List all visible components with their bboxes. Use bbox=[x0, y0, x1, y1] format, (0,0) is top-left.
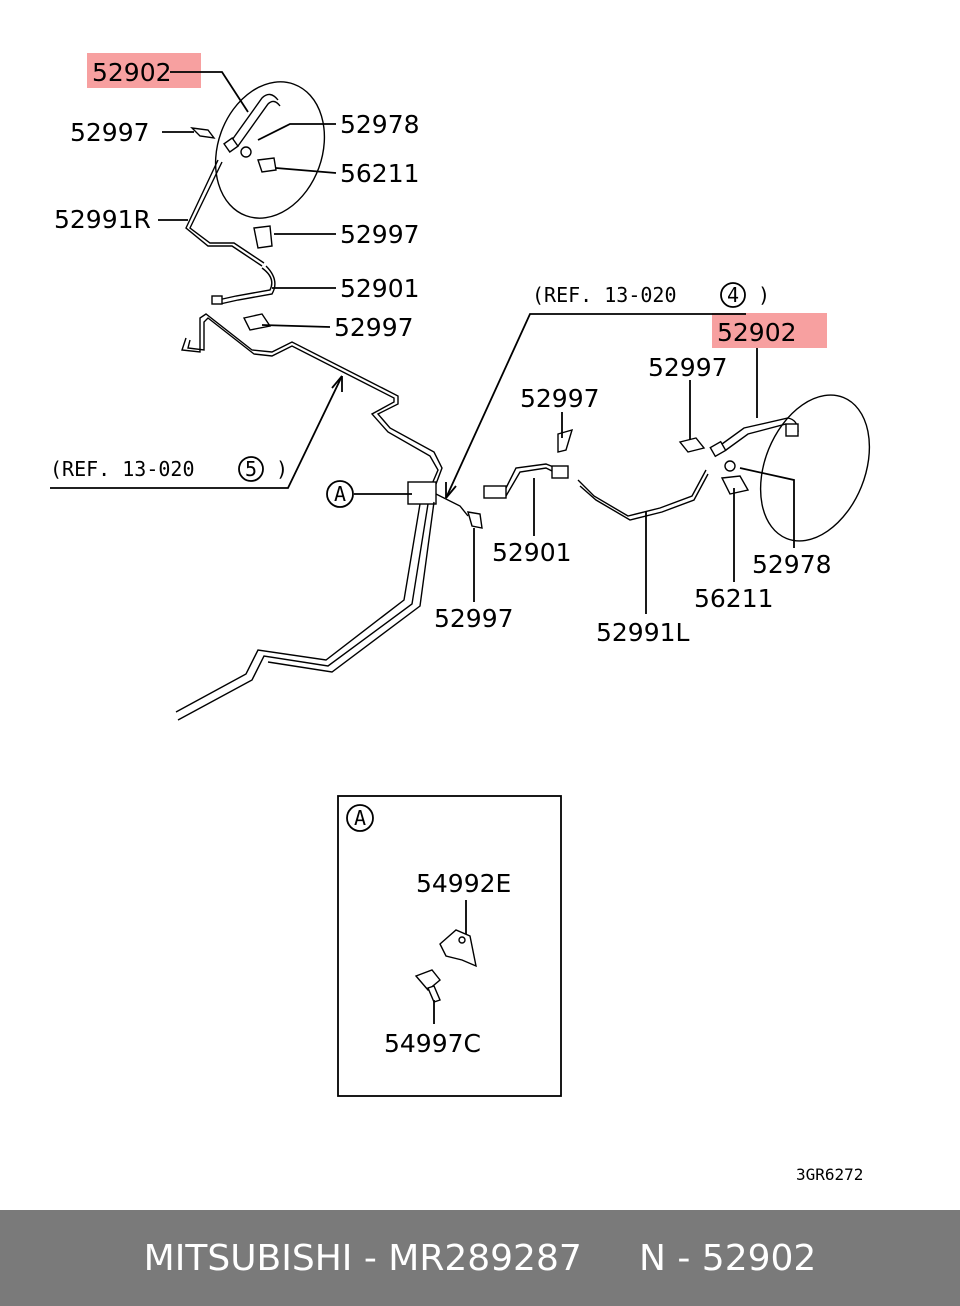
label-52902-right: 52902 bbox=[717, 318, 797, 347]
label-56211-a: 56211 bbox=[340, 159, 420, 188]
brake-hose-52901-b bbox=[483, 485, 507, 499]
drawing-code: 3GR6272 bbox=[796, 1165, 863, 1184]
label-52978-b: 52978 bbox=[752, 550, 832, 579]
ref5-number: 5 bbox=[245, 457, 257, 481]
label-52978-a: 52978 bbox=[340, 110, 420, 139]
label-54992E: 54992E bbox=[416, 869, 511, 898]
ref5-close: ) bbox=[276, 457, 288, 481]
brake-hose-left bbox=[231, 93, 279, 141]
union-bolt-52978-a bbox=[240, 146, 252, 158]
union-bolt-52978-b bbox=[724, 460, 736, 472]
label-52997-f: 52997 bbox=[434, 604, 514, 633]
inset-a-frame bbox=[337, 795, 562, 1097]
clip-52997-d bbox=[678, 437, 706, 453]
label-52997-a: 52997 bbox=[70, 118, 150, 147]
clamp-54992E bbox=[439, 929, 477, 968]
brake-drum-outline-left bbox=[214, 81, 326, 219]
label-52997-b: 52997 bbox=[340, 220, 420, 249]
label-52997-e: 52997 bbox=[520, 384, 600, 413]
label-52991L: 52991L bbox=[596, 618, 690, 647]
main-brake-tube-ref5 bbox=[181, 313, 443, 485]
detail-a-label: A bbox=[334, 482, 346, 506]
label-52901-b: 52901 bbox=[492, 538, 572, 567]
label-52991R: 52991R bbox=[54, 205, 151, 234]
label-52901-a: 52901 bbox=[340, 274, 420, 303]
label-54997C: 54997C bbox=[384, 1029, 481, 1058]
clip-52997-a bbox=[190, 127, 216, 139]
label-52902-top: 52902 bbox=[92, 58, 172, 87]
inset-a-label: A bbox=[354, 806, 366, 830]
label-56211-b: 56211 bbox=[694, 584, 774, 613]
tube-to-rear-right bbox=[435, 493, 469, 517]
detail-a-circle bbox=[326, 480, 354, 508]
junction-block bbox=[407, 481, 437, 505]
bracket-56211-a bbox=[257, 157, 277, 173]
brake-tube-52991L bbox=[577, 469, 707, 517]
brake-hose-right bbox=[709, 440, 727, 458]
label-52997-c: 52997 bbox=[334, 313, 414, 342]
clip-52997-c bbox=[242, 313, 272, 331]
main-brake-tube-long bbox=[175, 503, 421, 713]
brake-drum-outline-right bbox=[759, 394, 871, 542]
bolt-54997C bbox=[414, 969, 441, 991]
inset-a-circle bbox=[346, 804, 374, 832]
ref4-close: ) bbox=[758, 283, 770, 307]
footer-part-text: MITSUBISHI - MR289287 N - 52902 bbox=[143, 1237, 817, 1279]
clip-52997-f bbox=[467, 511, 483, 529]
highlight-52902-right bbox=[712, 313, 827, 348]
ref4-number: 4 bbox=[727, 283, 739, 307]
ref4-circle bbox=[720, 282, 746, 308]
bracket-56211-b bbox=[720, 475, 750, 495]
clip-52997-b bbox=[253, 225, 273, 249]
parts-diagram: 52902 52997 52978 56211 52991R 52997 529… bbox=[50, 53, 871, 1184]
ref-13-020-4: (REF. 13-020 bbox=[532, 283, 677, 307]
ref-13-020-5: (REF. 13-020 bbox=[50, 457, 195, 481]
highlight-52902-top bbox=[87, 53, 201, 88]
footer-bar: MITSUBISHI - MR289287 N - 52902 bbox=[0, 1210, 960, 1306]
ref5-circle bbox=[238, 456, 264, 482]
label-52997-d: 52997 bbox=[648, 353, 728, 382]
brake-tube-52991R bbox=[185, 159, 263, 267]
clip-52997-e bbox=[557, 428, 574, 453]
brake-hose-52901-a bbox=[217, 267, 273, 301]
